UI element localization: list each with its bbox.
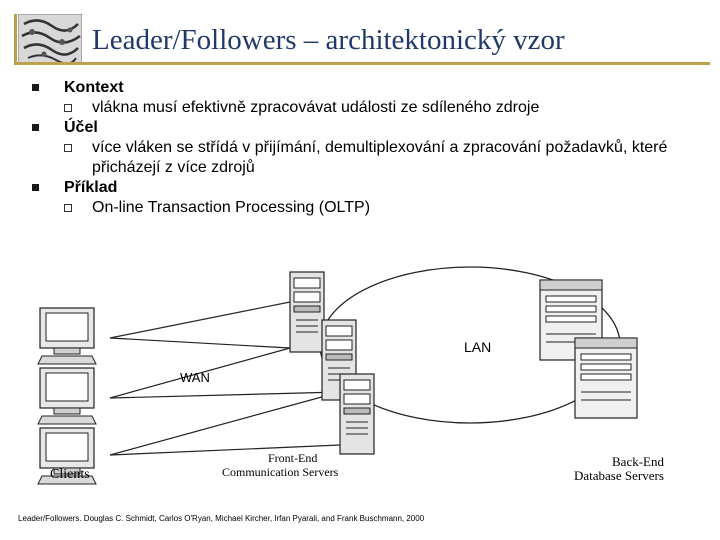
- page-title: Leader/Followers – architektonický vzor: [92, 24, 565, 56]
- hollow-square-bullet-icon: [64, 204, 72, 212]
- sub-bullet: více vláken se střídá v přijímání, demul…: [30, 138, 710, 178]
- bullet-purpose: Účel: [30, 118, 710, 138]
- sub-bullet-text: vlákna musí efektivně zpracovávat událos…: [92, 99, 540, 116]
- frontend-label: Front-End: [268, 451, 317, 465]
- square-bullet-icon: [32, 184, 39, 191]
- database-server-icon: [574, 337, 638, 419]
- bullet-context: Kontext: [30, 78, 710, 98]
- sub-bullet: vlákna musí efektivně zpracovávat událos…: [30, 98, 710, 118]
- bullet-heading: Účel: [64, 119, 98, 136]
- bullet-list: Kontext vlákna musí efektivně zpracováva…: [30, 78, 710, 218]
- sub-bullet: On-line Transaction Processing (OLTP): [30, 198, 710, 218]
- square-bullet-icon: [32, 124, 39, 131]
- bullet-heading: Kontext: [64, 79, 124, 96]
- sub-bullet-text: On-line Transaction Processing (OLTP): [92, 199, 371, 216]
- hollow-square-bullet-icon: [64, 104, 72, 112]
- square-bullet-icon: [32, 84, 39, 91]
- oltp-architecture-diagram: WAN LAN Clients Front-End Communication …: [37, 266, 664, 485]
- client-monitor-icon: [37, 367, 97, 425]
- bullet-heading: Příklad: [64, 179, 118, 196]
- university-logo-icon: [18, 14, 82, 64]
- clients-label: Clients: [50, 467, 90, 482]
- frontend-server-icon: [339, 373, 375, 455]
- source-credit: Leader/Followers. Douglas C. Schmidt, Ca…: [18, 514, 425, 523]
- wan-label: WAN: [180, 370, 210, 385]
- sub-bullet-text: více vláken se střídá v přijímání, demul…: [92, 139, 668, 176]
- bullet-example: Příklad: [30, 178, 710, 198]
- lan-label: LAN: [464, 339, 491, 355]
- wan-connections: [109, 301, 341, 456]
- title-accent-line: [14, 14, 17, 64]
- frontend-label-sub: Communication Servers: [222, 465, 339, 479]
- client-monitor-icon: [37, 307, 97, 365]
- title-divider: [14, 62, 710, 65]
- hollow-square-bullet-icon: [64, 144, 72, 152]
- backend-label: Back-End: [612, 454, 664, 469]
- backend-label-sub: Database Servers: [574, 468, 664, 483]
- frontend-server-icon: [289, 271, 325, 353]
